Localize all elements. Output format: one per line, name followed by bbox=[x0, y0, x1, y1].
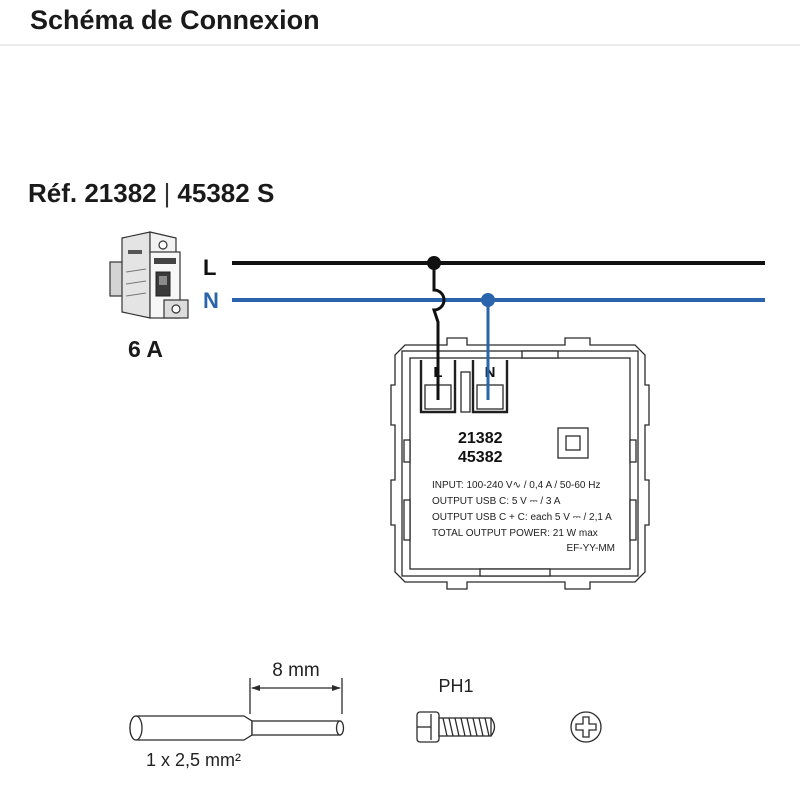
neutral-terminal-housing bbox=[471, 360, 509, 414]
screwdriver-size-label: PH1 bbox=[438, 676, 473, 696]
live-line-label: L bbox=[203, 255, 216, 280]
page-title: Schéma de Connexion bbox=[30, 5, 320, 35]
breaker-detail-line bbox=[125, 268, 147, 273]
strip-length-label: 8 mm bbox=[272, 660, 320, 681]
screw-tip bbox=[490, 717, 496, 737]
wire-insulation-end bbox=[129, 715, 143, 741]
screw-thread bbox=[466, 717, 472, 737]
reference-primary: Réf. 21382 bbox=[28, 178, 157, 208]
breaker-icon bbox=[109, 231, 189, 319]
module-reference-2: 45382 bbox=[458, 449, 503, 466]
wire-insulation bbox=[129, 715, 253, 741]
date-code: EF-YY-MM bbox=[566, 543, 615, 554]
spec-output-single: OUTPUT USB C: 5 V ⎓ / 3 A bbox=[432, 496, 561, 507]
double-insulation-inner bbox=[565, 435, 581, 451]
reference-title: Réf. 21382|45382 S bbox=[28, 178, 274, 208]
neutral-line-label: N bbox=[203, 288, 219, 313]
screw-thread bbox=[460, 717, 466, 737]
neutral-terminal-clamp bbox=[476, 384, 504, 410]
reference-secondary: 45382 S bbox=[177, 178, 274, 208]
spec-input: INPUT: 100-240 V∿ / 0,4 A / 50-60 Hz bbox=[432, 480, 600, 491]
screw-thread bbox=[484, 717, 490, 737]
module-bottom-notch bbox=[479, 568, 551, 577]
module-right-clip bbox=[629, 499, 637, 541]
live-connection-wire bbox=[431, 263, 446, 400]
breaker-toggle-lever bbox=[159, 276, 167, 285]
dimension-arrow-right bbox=[332, 685, 341, 691]
strip-length-dimension bbox=[249, 678, 343, 714]
screw-thread bbox=[478, 717, 484, 737]
charger-module: L N 21382 45382 INPUT: 100-240 V∿ / 0,4 … bbox=[390, 337, 650, 590]
spec-total-power: TOTAL OUTPUT POWER: 21 W max bbox=[432, 528, 598, 539]
screw-icon bbox=[416, 711, 496, 743]
live-junction-dot bbox=[427, 256, 441, 270]
breaker-rating: 6 A bbox=[128, 336, 163, 362]
module-top-notch bbox=[521, 350, 559, 359]
breaker-rating-strip bbox=[154, 258, 176, 264]
wire-conductor-end bbox=[335, 720, 345, 736]
screw-thread bbox=[454, 717, 460, 737]
reference-separator: | bbox=[164, 178, 171, 208]
phillips-head-icon bbox=[570, 711, 602, 743]
breaker-detail-line bbox=[125, 292, 147, 297]
module-reference-1: 21382 bbox=[458, 430, 503, 447]
screw-thread bbox=[448, 717, 454, 737]
breaker-label-strip bbox=[128, 250, 142, 254]
spec-output-dual: OUTPUT USB C + C: each 5 V ⎓ / 2,1 A bbox=[432, 512, 612, 523]
wire-conductor bbox=[251, 720, 341, 736]
module-right-clip bbox=[629, 439, 637, 463]
wire-section-label: 1 x 2,5 mm² bbox=[146, 750, 241, 770]
neutral-terminal-label: N bbox=[485, 364, 496, 381]
screw-thread bbox=[442, 717, 448, 737]
stripped-wire-icon bbox=[129, 715, 345, 741]
screw-thread bbox=[472, 717, 478, 737]
module-left-clip bbox=[403, 439, 411, 463]
breaker-top-terminal bbox=[158, 240, 168, 250]
module-left-clip bbox=[403, 499, 411, 541]
live-terminal-housing bbox=[419, 360, 457, 414]
dimension-arrow-left bbox=[251, 685, 260, 691]
breaker-bottom-screw bbox=[171, 304, 181, 314]
breaker-detail-line bbox=[125, 280, 147, 285]
neutral-junction-dot bbox=[481, 293, 495, 307]
terminal-separator bbox=[460, 371, 471, 413]
phillips-cross bbox=[575, 716, 597, 738]
breaker-side bbox=[121, 231, 151, 319]
